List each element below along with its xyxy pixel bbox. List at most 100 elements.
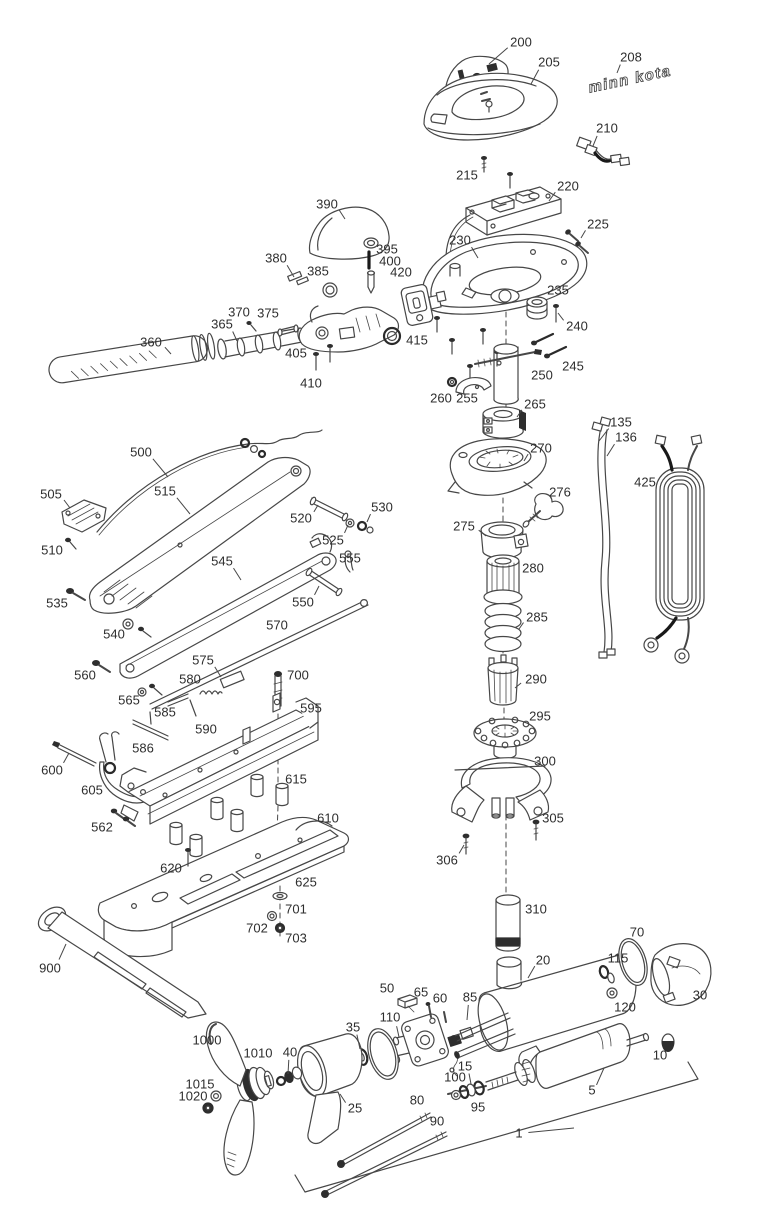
part-callout-520: 520 [290, 504, 319, 526]
part-number-1015: 1015 [186, 1077, 215, 1092]
part-callout-10: 10 [653, 1048, 667, 1063]
leader-line-390 [338, 210, 346, 220]
part-number-208: 208 [620, 50, 642, 65]
part-number-900: 900 [39, 961, 61, 976]
coil-spring [484, 602, 522, 653]
steering-bracket [451, 757, 552, 823]
part-number-370: 370 [228, 305, 250, 320]
part-callout-95: 95 [471, 1100, 485, 1115]
part-callout-385: 385 [307, 264, 329, 279]
part-callout-585: 585 [154, 705, 176, 720]
part-number-85: 85 [463, 990, 477, 1005]
part-number-620: 620 [160, 861, 182, 876]
part-callout-580: 580 [179, 672, 201, 687]
part-number-35: 35 [346, 1020, 360, 1035]
leader-line-110 [396, 1026, 400, 1038]
part-number-425: 425 [634, 475, 656, 490]
motor-bolts [451, 1012, 516, 1059]
part-number-276: 276 [549, 485, 571, 500]
part-callout-545: 545 [211, 554, 242, 581]
part-number-510: 510 [41, 543, 63, 558]
part-callout-700: 700 [287, 668, 309, 683]
tie-rods [321, 1112, 448, 1198]
leader-line-270 [523, 453, 529, 462]
spacer-posts [169, 773, 289, 858]
part-number-375: 375 [257, 306, 279, 321]
part-callout-586: 586 [132, 741, 154, 756]
part-callout-615: 615 [285, 772, 307, 787]
part-callout-30: 30 [693, 988, 707, 1003]
part-callout-35: 35 [346, 1020, 361, 1050]
part-number-310: 310 [525, 902, 547, 917]
part-callout-265: 265 [516, 397, 546, 418]
part-number-265: 265 [524, 397, 546, 412]
leader-line-515 [176, 497, 191, 515]
base-cover [97, 816, 350, 958]
part-callout-270: 270 [523, 441, 552, 462]
part-callout-290: 290 [514, 672, 547, 689]
part-callout-562: 562 [91, 820, 113, 835]
part-number-65: 65 [414, 985, 428, 1000]
part-callout-15: 15 [458, 1059, 472, 1085]
cables-group [591, 416, 705, 664]
part-callout-210: 210 [592, 121, 618, 147]
part-number-550: 550 [292, 595, 314, 610]
part-callout-400: 400 [379, 254, 401, 269]
mount-group [37, 429, 374, 1019]
leader-line-545 [233, 567, 242, 581]
part-number-30: 30 [693, 988, 707, 1003]
leader-line-208 [616, 64, 621, 74]
leader-line-275 [478, 529, 487, 537]
part-callout-900: 900 [39, 943, 67, 976]
part-number-120: 120 [614, 1000, 636, 1015]
handle-group [48, 206, 447, 384]
side-plate [400, 284, 434, 326]
part-number-385: 385 [307, 264, 329, 279]
part-callout-245: 245 [562, 359, 584, 374]
part-callout-230: 230 [449, 233, 479, 259]
part-callout-410: 410 [300, 376, 322, 391]
part-callout-575: 575 [192, 653, 222, 678]
part-number-15: 15 [458, 1059, 472, 1074]
part-number-250: 250 [531, 368, 553, 383]
leader-line-240 [557, 312, 564, 321]
part-number-525: 525 [322, 533, 344, 548]
leader-line-225 [580, 230, 586, 239]
part-callout-425: 425 [634, 475, 656, 490]
part-number-586: 586 [132, 741, 154, 756]
part-number-135: 135 [610, 415, 632, 430]
part-number-210: 210 [596, 121, 618, 136]
part-callout-90: 90 [430, 1114, 444, 1129]
part-number-565: 565 [118, 693, 140, 708]
leader-line-20 [527, 965, 536, 979]
part-number-1010: 1010 [244, 1046, 273, 1061]
leader-line-15 [468, 1073, 472, 1085]
part-number-305: 305 [542, 811, 564, 826]
part-number-80: 80 [410, 1093, 424, 1108]
part-callout-620: 620 [160, 861, 182, 876]
part-number-595: 595 [300, 701, 322, 716]
part-number-200: 200 [510, 35, 532, 50]
prop-housing-sleeve [296, 1033, 363, 1145]
part-callout-285: 285 [518, 610, 548, 630]
part-callout-600: 600 [41, 752, 70, 778]
part-callout-540: 540 [103, 627, 125, 642]
part-number-90: 90 [430, 1114, 444, 1129]
leader-line-520 [313, 504, 319, 513]
part-number-365: 365 [211, 317, 233, 332]
part-callout-135: 135 [598, 415, 632, 442]
part-number-702: 702 [246, 921, 268, 936]
part-number-610: 610 [317, 811, 339, 826]
part-callout-703: 703 [285, 931, 307, 946]
part-callout-370: 370 [228, 305, 250, 320]
leader-line-210 [592, 135, 598, 147]
part-callout-605: 605 [81, 783, 103, 798]
part-number-1000: 1000 [193, 1033, 222, 1048]
part-number-235: 235 [547, 283, 569, 298]
part-number-70: 70 [630, 925, 644, 940]
leader-line-265 [516, 409, 523, 418]
strap [37, 906, 207, 1019]
part-number-585: 585 [154, 705, 176, 720]
leader-line-575 [214, 666, 222, 678]
part-callout-65: 65 [414, 985, 428, 1000]
